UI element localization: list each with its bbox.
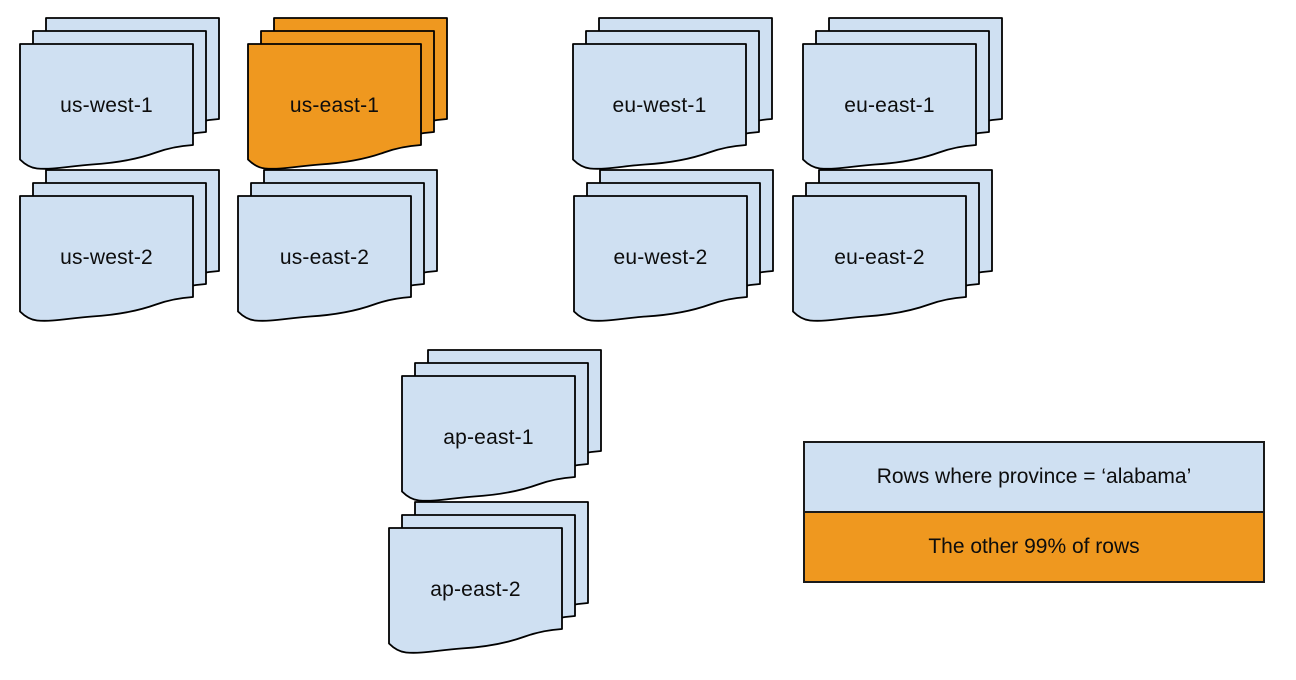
- document-page-front-icon: [792, 195, 967, 322]
- legend-item-other-rows: The other 99% of rows: [805, 513, 1263, 581]
- document-stack-icon: [247, 17, 448, 170]
- document-page-front-icon: [388, 527, 563, 654]
- region-stack-ap-east-1: ap-east-1: [401, 349, 608, 505]
- legend: Rows where province = ‘alabama’ The othe…: [803, 441, 1265, 583]
- document-page-front-icon: [237, 195, 412, 322]
- region-stack-us-east-1: us-east-1: [247, 17, 454, 173]
- legend-item-label: Rows where province = ‘alabama’: [876, 465, 1192, 488]
- legend-item-alabama-rows: Rows where province = ‘alabama’: [805, 443, 1263, 513]
- region-stack-eu-east-2: eu-east-2: [792, 169, 999, 325]
- document-page-front-icon: [401, 375, 576, 502]
- document-stack-icon: [388, 501, 589, 654]
- document-stack-icon: [19, 169, 220, 322]
- region-stack-ap-east-2: ap-east-2: [388, 501, 595, 657]
- legend-item-label: The other 99% of rows: [928, 535, 1140, 558]
- document-page-front-icon: [19, 43, 194, 170]
- document-stack-icon: [792, 169, 993, 322]
- document-stack-icon: [573, 169, 774, 322]
- region-stack-eu-west-1: eu-west-1: [572, 17, 779, 173]
- document-stack-icon: [802, 17, 1003, 170]
- document-page-front-icon: [247, 43, 422, 170]
- region-stack-us-west-2: us-west-2: [19, 169, 226, 325]
- document-stack-icon: [237, 169, 438, 322]
- region-stack-us-east-2: us-east-2: [237, 169, 444, 325]
- region-stack-eu-east-1: eu-east-1: [802, 17, 1009, 173]
- region-stack-us-west-1: us-west-1: [19, 17, 226, 173]
- document-page-front-icon: [802, 43, 977, 170]
- region-stack-eu-west-2: eu-west-2: [573, 169, 780, 325]
- document-page-front-icon: [19, 195, 194, 322]
- document-page-front-icon: [572, 43, 747, 170]
- document-stack-icon: [572, 17, 773, 170]
- document-stack-icon: [19, 17, 220, 170]
- document-stack-icon: [401, 349, 602, 502]
- document-page-front-icon: [573, 195, 748, 322]
